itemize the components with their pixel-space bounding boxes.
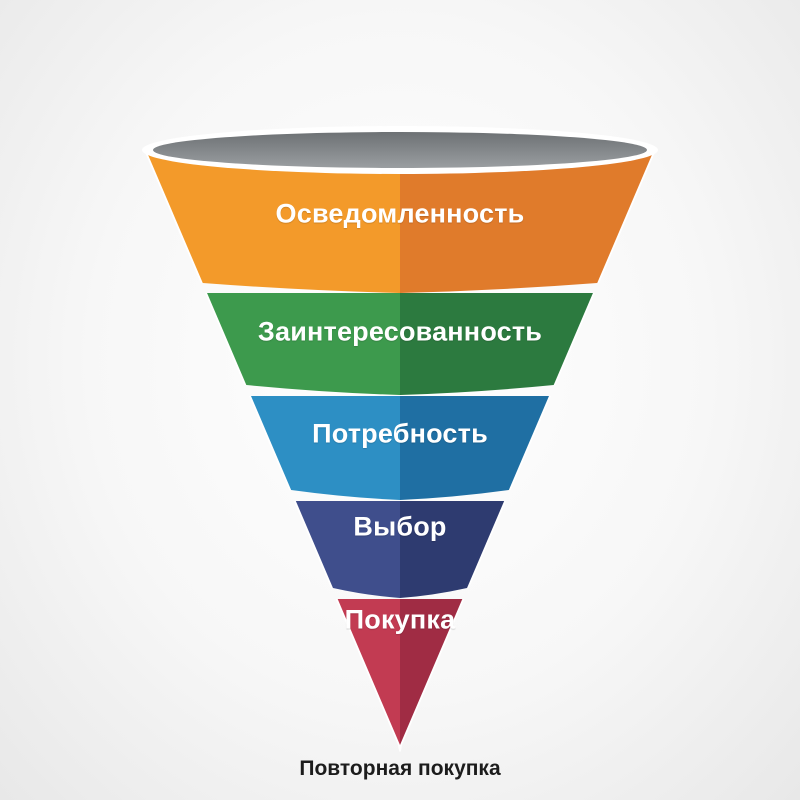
stage-label-awareness: Осведомленность <box>275 198 525 229</box>
segment-right-half <box>400 396 549 500</box>
segment-left-half <box>295 501 400 598</box>
segment-left-half <box>146 150 400 293</box>
stage-label-interest: Заинтересованность <box>257 316 543 347</box>
funnel-segment-choice <box>293 501 507 598</box>
segment-right-half <box>400 501 505 598</box>
funnel-segment-purchase <box>335 599 465 755</box>
segment-right-half <box>400 599 463 755</box>
stage-label-purchase: Покупка <box>344 604 456 635</box>
funnel-segment-awareness <box>144 150 656 293</box>
funnel-rim <box>142 126 658 174</box>
segment-left-half <box>251 396 400 500</box>
bottom-label-repeat-purchase: Повторная покупка <box>299 757 501 780</box>
funnel-opening <box>153 132 647 168</box>
segment-left-half <box>207 293 400 395</box>
stage-label-choice: Выбор <box>353 511 447 542</box>
segment-right-half <box>400 150 654 293</box>
funnel-segment-need <box>249 396 551 500</box>
segment-right-half <box>400 293 593 395</box>
funnel-segment-interest <box>205 293 595 395</box>
segment-left-half <box>337 599 400 755</box>
funnel-segments <box>144 150 656 755</box>
stage-label-need: Потребность <box>312 418 488 449</box>
